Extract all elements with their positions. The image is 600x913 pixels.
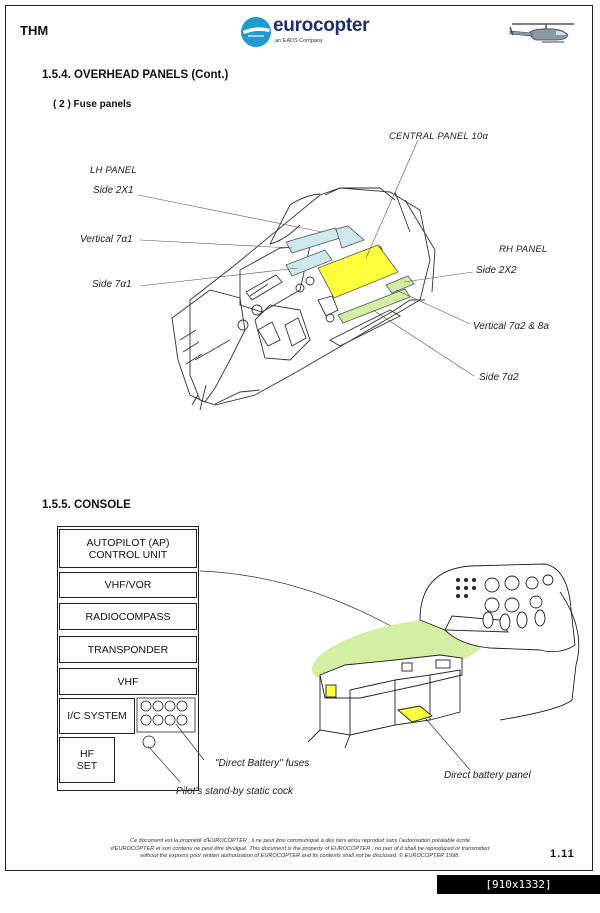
lh-side-7a1-panel bbox=[285, 249, 333, 277]
brand-tagline: an EADS Company bbox=[275, 38, 323, 44]
unit-ics: I/C SYSTEM bbox=[59, 698, 135, 734]
footer-disclaimer: Ce document est la propriété d'EUROCOPTE… bbox=[80, 838, 520, 861]
label-side-2x1: Side 2X1 bbox=[93, 185, 134, 196]
rh-side-7a2-panel bbox=[337, 288, 411, 324]
unit-hf-set: HF SET bbox=[59, 737, 115, 783]
label-static-cock: Pilot's stand-by static cock bbox=[176, 786, 293, 797]
helicopter-icon bbox=[509, 23, 574, 43]
label-direct-battery-fuses: "Direct Battery" fuses bbox=[215, 758, 310, 769]
console-stack bbox=[57, 526, 199, 791]
label-rh-panel: RH PANEL bbox=[499, 244, 548, 255]
label-side-2x2: Side 2X2 bbox=[476, 265, 517, 276]
console-diagram bbox=[136, 563, 580, 783]
watermark-link[interactable]: [910x1332] https://upic.me/ bbox=[437, 875, 600, 910]
rh-side-2x2-panel bbox=[385, 275, 415, 294]
eurocopter-logo-icon bbox=[241, 17, 271, 47]
label-side-7a2: Side 7α2 bbox=[479, 372, 519, 383]
brand-name: eurocopter bbox=[273, 15, 370, 36]
label-side-7a1: Side 7α1 bbox=[92, 279, 132, 290]
footer-line-2: d'EUROCOPTER et son contenu ne peut être… bbox=[110, 845, 490, 852]
doc-code: THM bbox=[20, 23, 49, 38]
lh-vertical-7a1-panel bbox=[335, 225, 365, 249]
label-direct-battery-panel: Direct battery panel bbox=[444, 770, 531, 781]
unit-radiocompass: RADIOCOMPASS bbox=[59, 603, 197, 630]
label-vertical-7a2-8a: Vertical 7α2 & 8a bbox=[473, 321, 549, 332]
section-subtitle-fuse-panels: ( 2 ) Fuse panels bbox=[53, 99, 132, 110]
central-panel-10a bbox=[317, 244, 399, 299]
unit-transponder: TRANSPONDER bbox=[59, 636, 197, 663]
section-title-console: 1.5.5. CONSOLE bbox=[42, 499, 131, 511]
unit-autopilot: AUTOPILOT (AP) CONTROL UNIT bbox=[59, 529, 197, 568]
unit-vhf-vor: VHF/VOR bbox=[59, 572, 197, 598]
unit-vhf: VHF bbox=[59, 668, 197, 695]
footer-line-3: without the express prior written author… bbox=[140, 853, 460, 859]
page-frame bbox=[5, 5, 593, 871]
label-lh-panel: LH PANEL bbox=[90, 165, 137, 176]
label-central-panel: CENTRAL PANEL 10α bbox=[389, 131, 489, 142]
page-number: 1.11 bbox=[550, 848, 575, 860]
label-vertical-7a1: Vertical 7α1 bbox=[80, 234, 133, 245]
footer-line-1: Ce document est la propriété d'EUROCOPTE… bbox=[129, 838, 471, 844]
section-title-overhead: 1.5.4. OVERHEAD PANELS (Cont.) bbox=[42, 69, 229, 81]
overhead-panel-diagram bbox=[137, 139, 475, 411]
